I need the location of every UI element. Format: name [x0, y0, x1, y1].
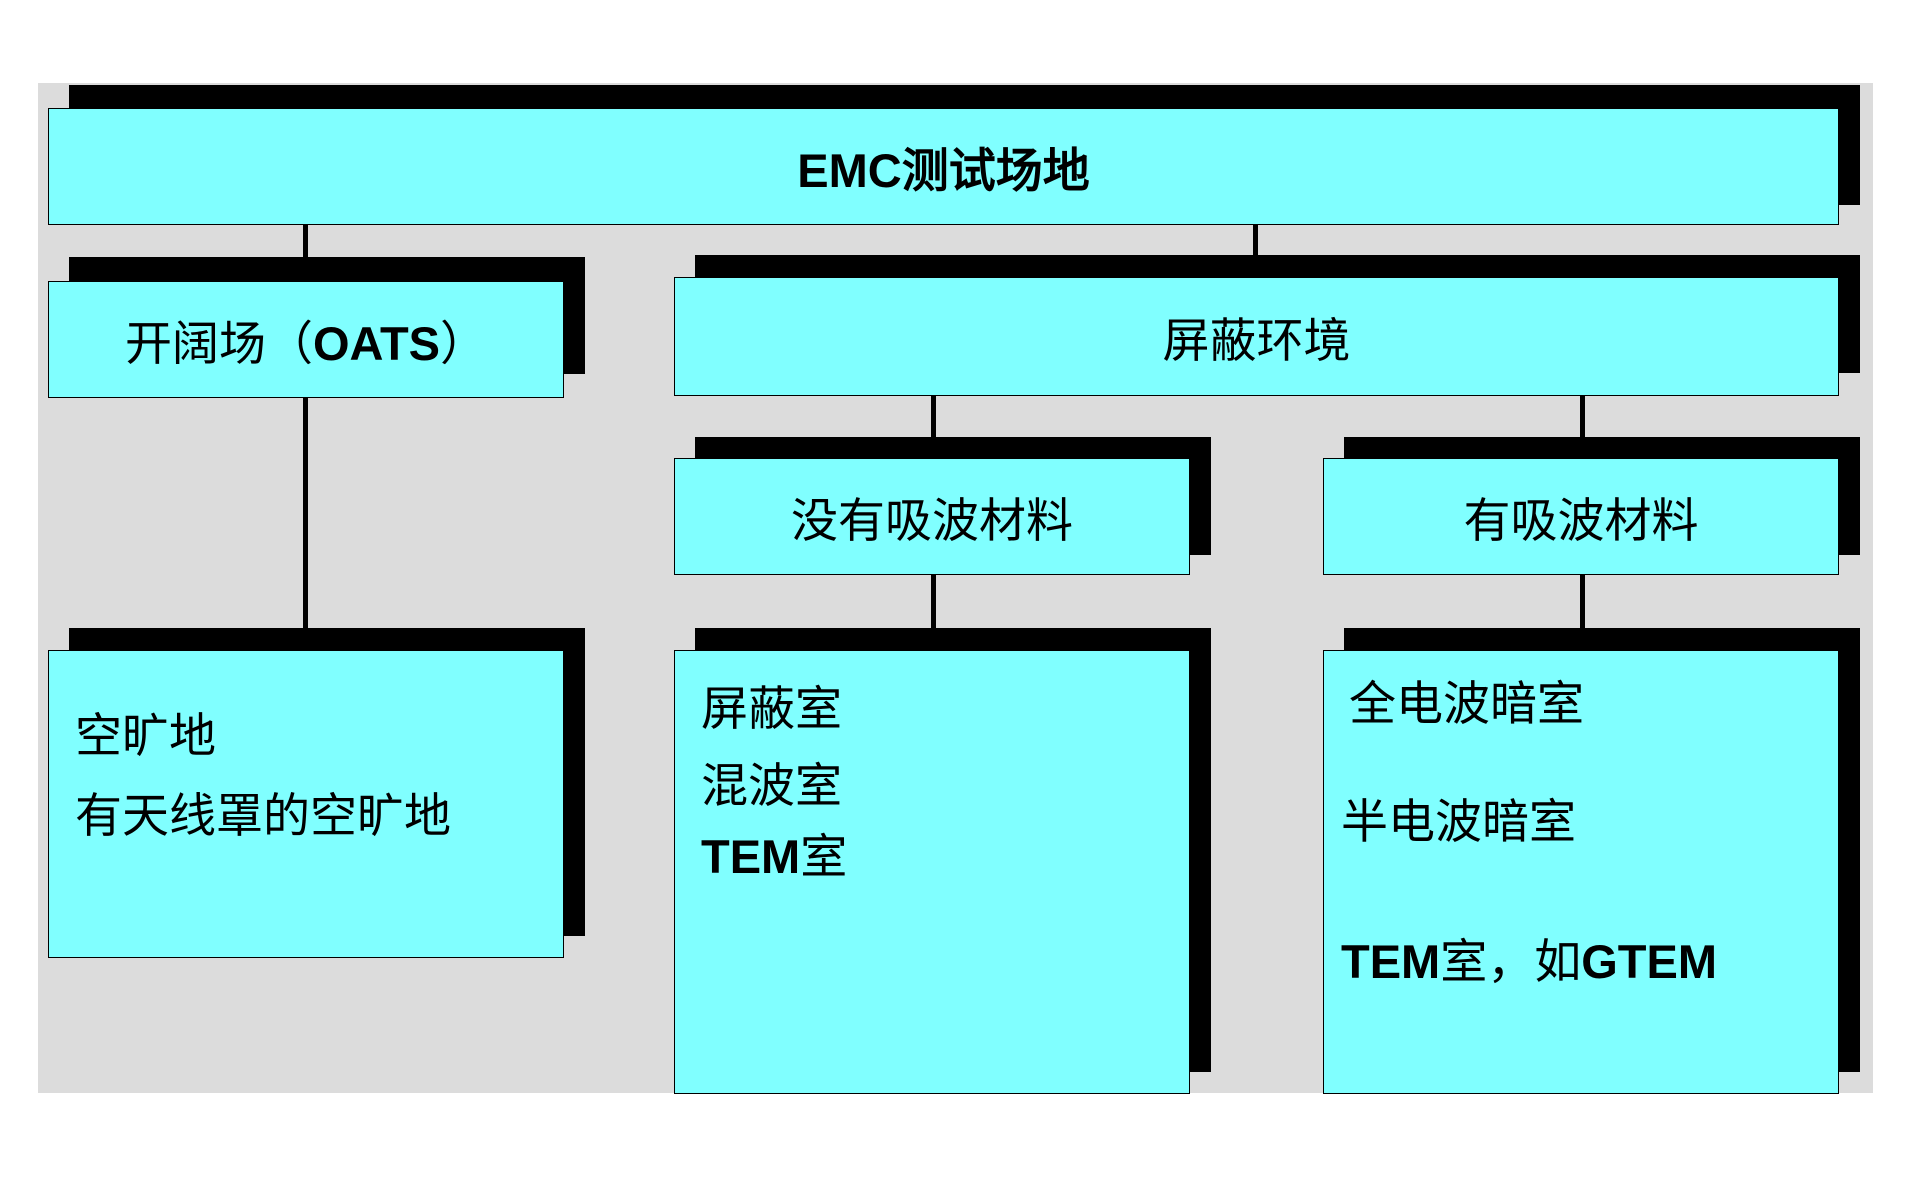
oats-label-abbr: OATS: [312, 317, 441, 370]
oats-list-box: 空旷地 有天线罩的空旷地: [48, 650, 564, 958]
no-absorber-tem-prefix: TEM: [701, 830, 801, 883]
absorber-item-semi-anechoic: 半电波暗室: [1341, 795, 1576, 850]
connector-oats-to-list: [303, 398, 308, 648]
connector-no-absorber-to-list: [931, 575, 936, 650]
no-absorber-list-box: 屏蔽室 混波室 TEM室: [674, 650, 1190, 1094]
absorber-tem-suffix: GTEM: [1581, 935, 1717, 988]
connector-root-to-shielded: [1253, 225, 1258, 277]
oats-label-close: ）: [440, 317, 488, 372]
absorber-list-box: 全电波暗室 半电波暗室 TEM室，如GTEM: [1323, 650, 1839, 1094]
absorber-tem-prefix: TEM: [1341, 935, 1441, 988]
no-absorber-item-tem-cell: TEM室: [701, 833, 847, 881]
connector-shielded-to-absorber: [1580, 396, 1585, 458]
no-absorber-box: 没有吸波材料: [674, 458, 1190, 575]
no-absorber-item-reverb-chamber: 混波室: [701, 759, 842, 814]
oats-box: 开阔场（OATS）: [48, 281, 564, 398]
connector-shielded-to-no-absorber: [931, 396, 936, 458]
oats-item-open-field: 空旷地: [75, 709, 216, 764]
no-absorber-item-shielded-room: 屏蔽室: [701, 682, 842, 737]
absorber-item-full-anechoic: 全电波暗室: [1349, 677, 1584, 732]
oats-label-prefix: 开阔场（: [124, 317, 313, 372]
root-box: EMC测试场地: [48, 108, 1839, 225]
no-absorber-tem-suffix: 室: [800, 830, 848, 885]
connector-absorber-to-list: [1580, 575, 1585, 650]
absorber-box: 有吸波材料: [1323, 458, 1839, 575]
root-label: EMC测试场地: [797, 144, 1090, 197]
connector-root-to-oats: [303, 225, 308, 281]
absorber-tem-mid: 室，如: [1440, 935, 1582, 990]
no-absorber-label: 没有吸波材料: [791, 494, 1073, 549]
shielded-box: 屏蔽环境: [674, 277, 1839, 396]
absorber-item-tem-gtem: TEM室，如GTEM: [1341, 938, 1717, 986]
oats-item-radome-field: 有天线罩的空旷地: [75, 789, 451, 844]
oats-label: 开阔场（OATS）: [125, 305, 487, 374]
absorber-label: 有吸波材料: [1463, 494, 1699, 549]
shielded-label: 屏蔽环境: [1162, 314, 1351, 369]
